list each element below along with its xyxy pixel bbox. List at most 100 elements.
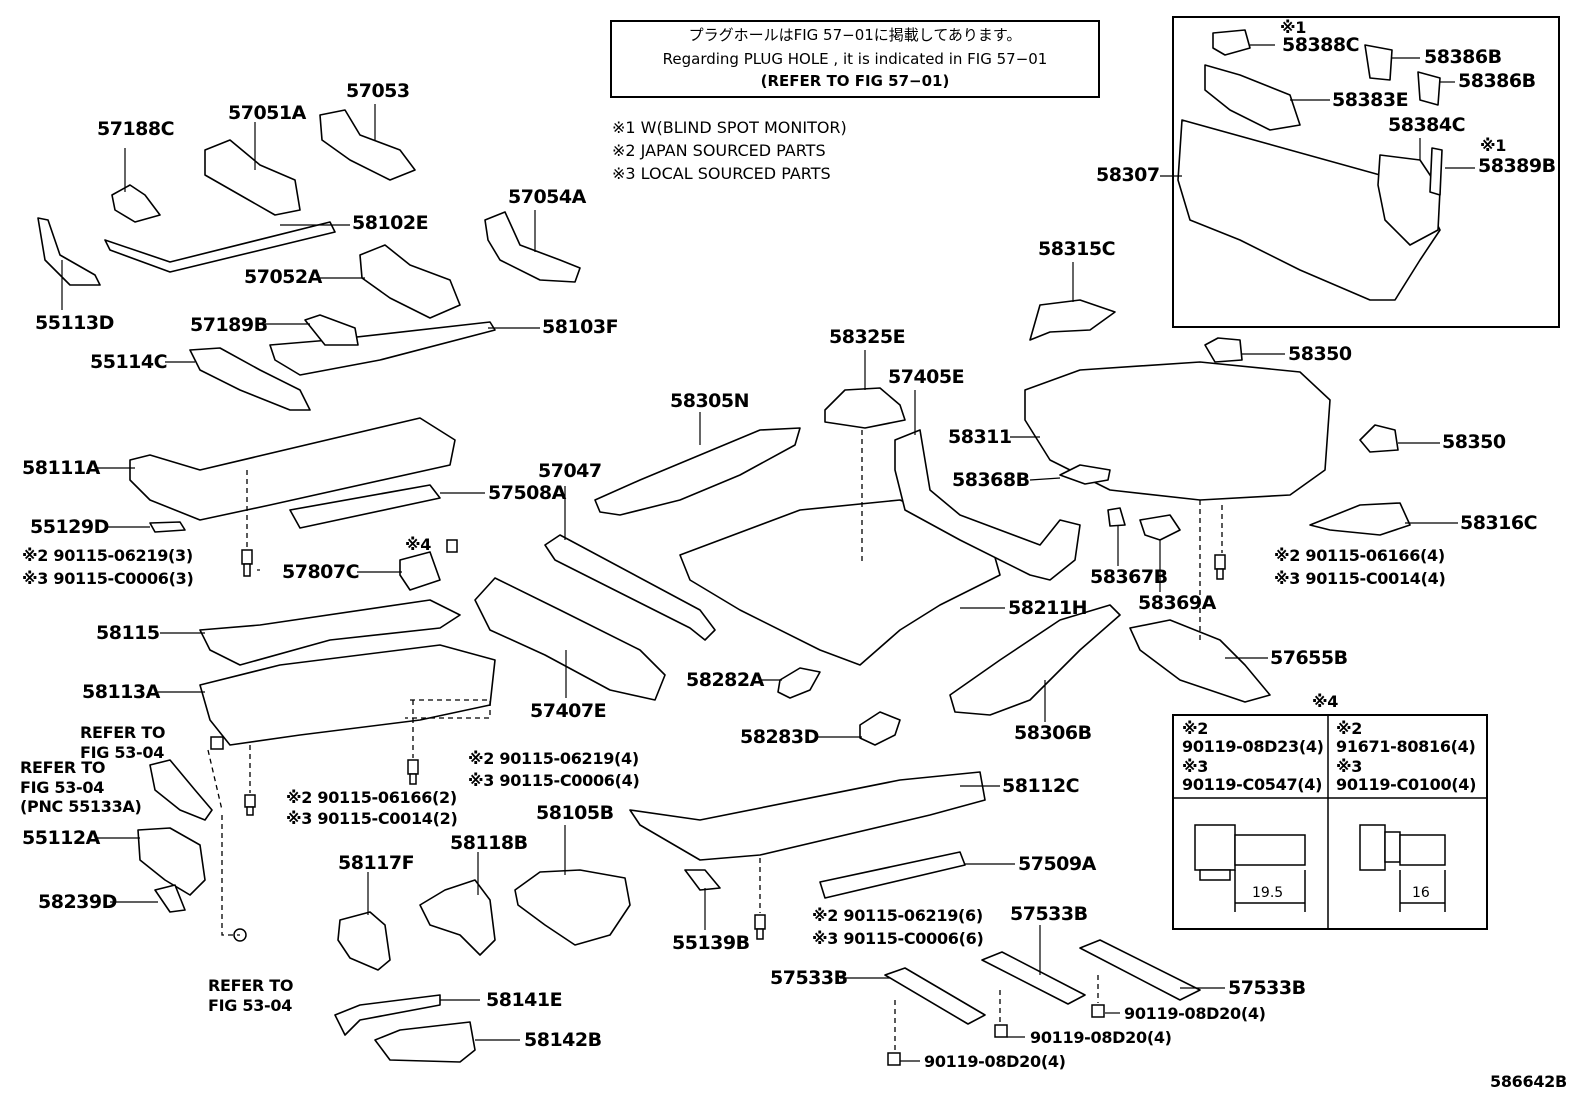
label-58115: 58115: [96, 622, 160, 644]
inset-box-dash-panel: [1172, 16, 1560, 328]
part-58102E-drawing: [104, 221, 336, 273]
label-57655B: 57655B: [1270, 647, 1348, 669]
label-58350-lower: 58350: [1442, 431, 1506, 453]
part-57533B-a-drawing: [884, 967, 986, 1025]
part-58141E-drawing: [334, 994, 441, 1036]
part-58368B-drawing: [1059, 464, 1111, 485]
label-58307: 58307: [1096, 164, 1160, 186]
part-58350-b-drawing: [1359, 424, 1399, 453]
label-57188C: 57188C: [97, 118, 175, 140]
label-57807C: 57807C: [282, 561, 360, 583]
label-57509A: 57509A: [1018, 853, 1096, 875]
part-57053-drawing: [319, 109, 416, 181]
label-58369A: 58369A: [1138, 592, 1216, 614]
bolt-table-left-dim: 19.5: [1252, 885, 1284, 901]
label-58386B-upper: 58386B: [1424, 46, 1502, 68]
part-58306B-drawing: [949, 604, 1121, 716]
part-57807C-drawing: [399, 551, 441, 591]
label-58368B: 58368B: [952, 469, 1030, 491]
part-57188C-drawing: [111, 184, 161, 223]
label-57508A: 57508A: [488, 482, 566, 504]
part-58384C-drawing: [1377, 154, 1441, 246]
part-58112C-drawing: [629, 771, 986, 861]
bolt-note-1a: ※2 90115-06219(3): [22, 546, 193, 565]
part-57047-drawing: [544, 534, 716, 641]
part-58113A-drawing: [199, 644, 496, 746]
plug-hole-note-english: Regarding PLUG HOLE , it is indicated in…: [662, 50, 1048, 68]
label-57054A: 57054A: [508, 186, 586, 208]
part-58325E-drawing: [824, 387, 906, 429]
label-57407E: 57407E: [530, 700, 607, 722]
label-58111A: 58111A: [22, 457, 100, 479]
refer-note-3-line2: FIG 53-04: [208, 996, 293, 1015]
label-57533B-right: 57533B: [1228, 977, 1306, 999]
part-58283D-drawing: [859, 711, 901, 746]
bolt-table-box: [1172, 714, 1488, 930]
part-58118B-drawing: [419, 879, 496, 956]
bolt-note-5b: ※3 90115-C0006(6): [812, 929, 984, 948]
part-58311-drawing: [1024, 361, 1331, 501]
label-58316C: 58316C: [1460, 512, 1538, 534]
label-57053: 57053: [346, 80, 410, 102]
part-58305N-drawing: [594, 427, 801, 516]
refer-note-2-line3: (PNC 55133A): [20, 797, 142, 816]
label-58103F: 58103F: [542, 316, 619, 338]
part-55112A-drawing: [137, 827, 206, 896]
part-55113D-drawing: [37, 217, 101, 286]
label-58141E: 58141E: [486, 989, 563, 1011]
part-58369A-drawing: [1139, 514, 1181, 541]
label-58315C: 58315C: [1038, 238, 1116, 260]
part-58389B-drawing: [1429, 147, 1443, 196]
part-57405E-drawing: [894, 429, 1081, 581]
part-58117F-drawing: [337, 911, 391, 971]
label-58239D: 58239D: [38, 891, 117, 913]
label-57189B: 57189B: [190, 314, 268, 336]
part-58350-a-drawing: [1204, 337, 1243, 363]
bolt-table-right-part2: 91671-80816(4): [1336, 737, 1476, 756]
part-58282A-drawing: [777, 667, 821, 699]
plug-hole-note-refer: (REFER TO FIG 57−01): [760, 72, 950, 90]
label-55139B: 55139B: [672, 932, 750, 954]
bolt-note-4b: ※3 90115-C0014(2): [286, 809, 458, 828]
part-57533B-b-drawing: [981, 951, 1086, 1005]
label-58117F: 58117F: [338, 852, 415, 874]
part-55133A-drawing: [149, 759, 213, 821]
bolt-table-right-mark3: ※3: [1336, 757, 1363, 776]
bolt-note-5a: ※2 90115-06219(6): [812, 906, 983, 925]
label-57047: 57047: [538, 460, 602, 482]
part-57508A-drawing: [289, 484, 441, 529]
bolt-note-2b: ※3 90115-C0014(4): [1274, 569, 1446, 588]
legend-note-3: ※3 LOCAL SOURCED PARTS: [612, 164, 831, 183]
bolt-table-right-dim: 16: [1412, 885, 1430, 901]
part-58211H-drawing: [679, 499, 1001, 666]
part-58103F-drawing: [269, 321, 496, 376]
bolt-note-3b: ※3 90115-C0006(4): [468, 771, 640, 790]
label-55112A: 55112A: [22, 827, 100, 849]
legend-note-1: ※1 W(BLIND SPOT MONITOR): [612, 118, 847, 137]
bolt-note-7: 90119-08D20(4): [1030, 1028, 1172, 1047]
part-57051A-drawing: [204, 139, 301, 216]
bolt-table-left-mark3: ※3: [1182, 757, 1209, 776]
label-58350-upper: 58350: [1288, 343, 1352, 365]
part-55129D-drawing: [149, 521, 186, 533]
bolt-note-4a: ※2 90115-06166(2): [286, 788, 457, 807]
part-58239D-drawing: [154, 884, 186, 913]
part-57054A-drawing: [484, 211, 581, 283]
label-58283D: 58283D: [740, 726, 819, 748]
bolt-table-mark-4: ※4: [1312, 692, 1339, 711]
diagram-id: 586642B: [1490, 1072, 1567, 1091]
label-58389B: 58389B: [1478, 155, 1556, 177]
mark-4-bolt: ※4: [405, 535, 432, 554]
part-58388C-drawing: [1212, 29, 1251, 56]
part-58367B-drawing: [1107, 507, 1126, 527]
label-58386B-lower: 58386B: [1458, 70, 1536, 92]
label-58383E: 58383E: [1332, 89, 1409, 111]
part-57407E-drawing: [474, 577, 666, 701]
part-57509A-drawing: [819, 851, 966, 899]
label-58118B: 58118B: [450, 832, 528, 854]
label-58142B: 58142B: [524, 1029, 602, 1051]
refer-note-3-line1: REFER TO: [208, 976, 294, 995]
bolt-table-left-part3: 90119-C0547(4): [1182, 775, 1323, 794]
label-57533B-left: 57533B: [770, 967, 848, 989]
